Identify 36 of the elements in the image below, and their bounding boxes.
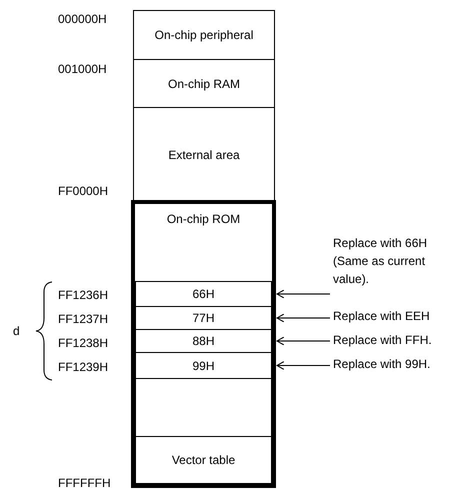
- address-label: FF1236H: [58, 288, 108, 302]
- region-label: On-chip RAM: [168, 76, 240, 90]
- memory-region: [133, 10, 275, 60]
- region-label: On-chip peripheral: [154, 28, 254, 42]
- memory-region: [133, 107, 275, 202]
- memory-region: [135, 329, 272, 353]
- memory-region: [131, 200, 276, 488]
- address-label: FFFFFFH: [58, 476, 111, 489]
- region-label: On-chip ROM: [166, 212, 242, 226]
- region-label: Vector table: [172, 453, 236, 467]
- arrow: [276, 336, 330, 346]
- address-label: FF1238H: [58, 336, 108, 350]
- memory-region: [133, 59, 275, 108]
- memory-region: [135, 306, 272, 330]
- region-label: 99H: [192, 358, 214, 372]
- region-label: External area: [168, 148, 240, 162]
- address-label: 000000H: [58, 12, 107, 26]
- annotation-text: Replace with EEH: [333, 307, 461, 325]
- memory-region: [135, 281, 272, 307]
- annotation-text: Replace with 99H.: [333, 355, 461, 373]
- region-label: 88H: [192, 334, 214, 348]
- arrow: [276, 290, 330, 298]
- memory-region: [135, 436, 272, 484]
- region-label: 66H: [192, 287, 214, 301]
- memory-region: [135, 378, 272, 437]
- bracket-label: d: [13, 324, 20, 338]
- address-label: 001000H: [58, 62, 107, 76]
- arrow: [276, 314, 330, 322]
- address-label: FF1237H: [58, 312, 108, 326]
- address-label: FF1239H: [58, 360, 108, 374]
- annotation-text: Replace with 66H (Same as current value).: [333, 234, 461, 294]
- address-label: FF0000H: [58, 184, 108, 198]
- region-label: 77H: [192, 311, 214, 325]
- annotation-text: Replace with FFH.: [333, 331, 461, 349]
- arrow: [276, 361, 330, 370]
- memory-region: [135, 352, 272, 379]
